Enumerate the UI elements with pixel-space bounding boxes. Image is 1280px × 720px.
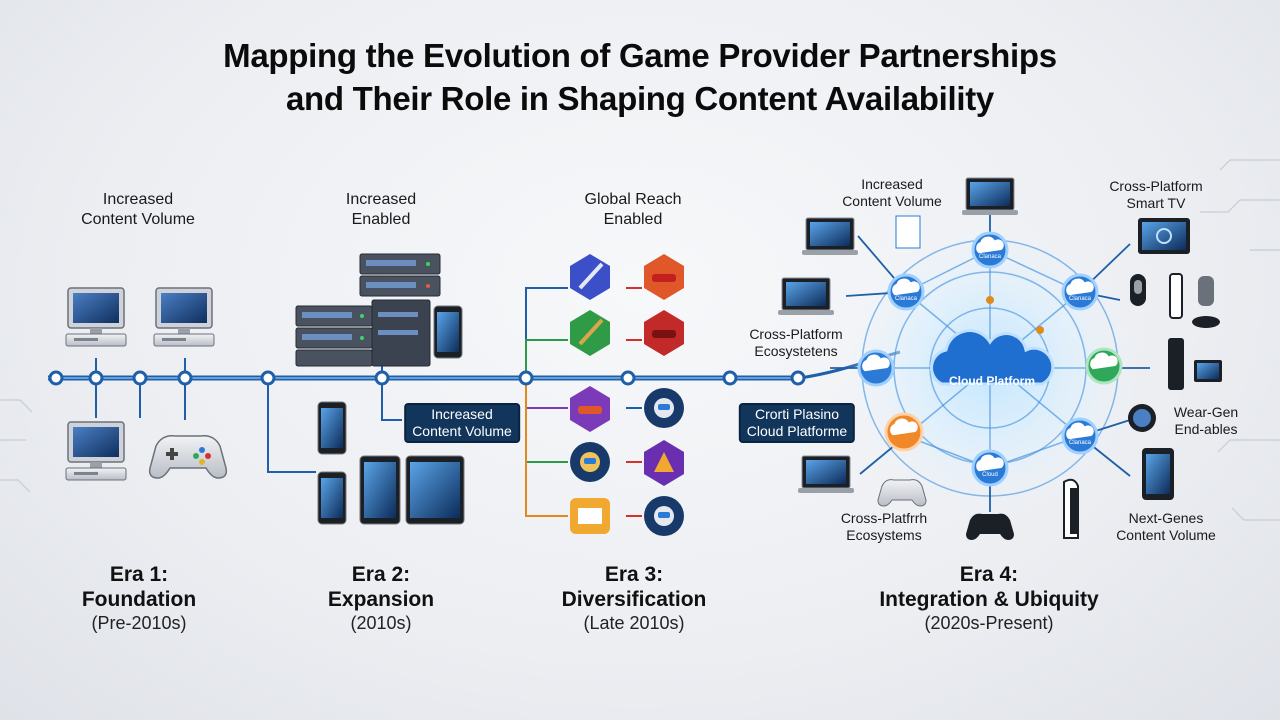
monitor-icon bbox=[801, 217, 859, 256]
smartwatch-icon bbox=[1128, 404, 1156, 432]
era2-title: Era 2: Expansion (2010s) bbox=[327, 563, 435, 633]
net-label-bottom-left: Cross-Platfrrh Ecosystems bbox=[840, 510, 928, 543]
cloud-node-icon bbox=[1063, 419, 1097, 453]
astronaut-game-icon bbox=[644, 388, 684, 428]
document-icon bbox=[895, 215, 921, 249]
net-label-mid-left: Cross-Platform Ecosystetens bbox=[749, 326, 843, 359]
node-label: Clanaca bbox=[1068, 440, 1092, 446]
era2-devices bbox=[295, 253, 465, 525]
desktop-computer-icon bbox=[65, 421, 127, 481]
console-icon bbox=[1168, 338, 1184, 390]
hub-label: Cloud Platform bbox=[949, 374, 1035, 388]
tablet-icon bbox=[1194, 360, 1222, 382]
race-car-game-icon bbox=[644, 310, 684, 356]
cloud-network bbox=[830, 214, 1150, 518]
circuit-decoration bbox=[0, 159, 1280, 521]
astronaut-game-icon bbox=[570, 442, 610, 482]
cloud-node-icon bbox=[859, 351, 893, 385]
arrow-game-icon bbox=[644, 440, 684, 486]
sword-game-icon bbox=[570, 310, 610, 356]
era3-game-icons bbox=[570, 254, 684, 536]
race-car-game-icon bbox=[644, 254, 684, 300]
net-label-right: Wear-Gen End-ables bbox=[1173, 404, 1239, 437]
cloud-node-icon bbox=[889, 275, 923, 309]
monitor-icon bbox=[961, 177, 1019, 216]
title-line-1: Mapping the Evolution of Game Provider P… bbox=[223, 37, 1057, 74]
timeline bbox=[48, 287, 901, 517]
net-label-top-left: Increased Content Volume bbox=[842, 176, 942, 209]
net-label-top-right: Cross-Platform Smart TV bbox=[1109, 178, 1203, 211]
laptop-icon bbox=[797, 455, 855, 494]
era2-caption: Increased Enabled bbox=[345, 191, 417, 228]
era3-caption: Global Reach Enabled bbox=[584, 191, 682, 228]
handheld-icon bbox=[1192, 276, 1220, 328]
cloud-node-icon bbox=[973, 451, 1007, 485]
era3-title: Era 3: Diversification (Late 2010s) bbox=[561, 563, 707, 633]
title-line-2: and Their Role in Shaping Content Availa… bbox=[286, 80, 994, 117]
net-label-bottom-right: Next-Genes Content Volume bbox=[1116, 510, 1216, 543]
era3-tag: Crorti Plasino Cloud Platforme bbox=[738, 403, 856, 443]
era1-caption: Increased Content Volume bbox=[81, 191, 195, 228]
card-game-icon bbox=[570, 498, 610, 534]
node-label: Cloud bbox=[982, 472, 998, 478]
desktop-computer-icon bbox=[153, 287, 215, 347]
orange-cloud-icon bbox=[884, 412, 924, 452]
console-icon bbox=[1169, 273, 1183, 319]
tablet-icon bbox=[405, 455, 465, 525]
era1-devices bbox=[65, 287, 228, 481]
smartphone-icon bbox=[317, 471, 347, 525]
green-cloud-icon bbox=[1085, 347, 1123, 385]
server-rack-icon bbox=[295, 253, 441, 367]
gamepad-icon bbox=[148, 434, 228, 479]
smartphone-icon bbox=[317, 401, 347, 455]
era4-devices bbox=[777, 177, 1222, 540]
console-icon bbox=[1063, 478, 1079, 539]
cloud-node-icon bbox=[1063, 275, 1097, 309]
node-label: Clanaca bbox=[1068, 296, 1092, 302]
vr-controller-icon bbox=[1130, 274, 1146, 306]
era2-tag: Increased Content Volume bbox=[404, 403, 520, 443]
node-label: Clanaca bbox=[978, 254, 1002, 260]
gamepad-icon bbox=[877, 479, 927, 507]
cloud-node-icon bbox=[973, 233, 1007, 267]
sword-game-icon bbox=[570, 254, 610, 300]
race-car-game-icon bbox=[570, 386, 610, 432]
smart-tv-icon bbox=[1138, 218, 1190, 254]
tablet-icon bbox=[359, 455, 401, 525]
gamepad-icon bbox=[966, 513, 1014, 540]
tablet-icon bbox=[1142, 448, 1174, 500]
astronaut-game-icon bbox=[644, 496, 684, 536]
desktop-computer-icon bbox=[65, 287, 127, 347]
laptop-icon bbox=[777, 277, 835, 316]
era4-title: Era 4: Integration & Ubiquity (2020s-Pre… bbox=[879, 563, 1099, 633]
page-title: Mapping the Evolution of Game Provider P… bbox=[0, 34, 1280, 120]
cloud-platform-hub-icon bbox=[930, 329, 1055, 386]
node-label: Clanaca bbox=[894, 296, 918, 302]
smartphone-icon bbox=[433, 305, 463, 359]
era1-title: Era 1: Foundation (Pre-2010s) bbox=[81, 563, 197, 633]
